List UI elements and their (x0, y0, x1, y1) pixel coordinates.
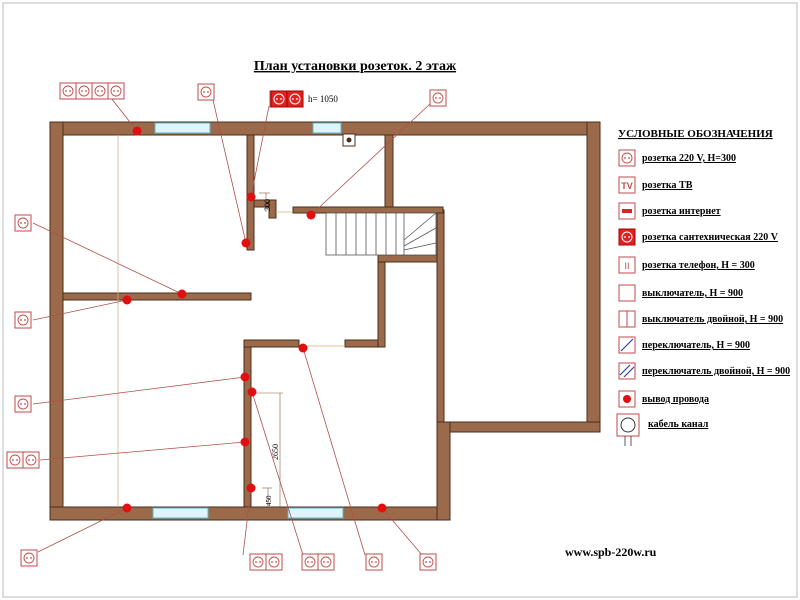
staircase (325, 212, 437, 256)
dimension-300: 300 (263, 199, 272, 211)
legend-label-internet: розетка интернет (642, 206, 721, 217)
leader-lines (32, 97, 431, 556)
tv-socket-icon: TV (618, 176, 636, 194)
wire-outlet-dot (241, 238, 251, 248)
wire-outlet-dot (122, 295, 132, 305)
socket-220-icon-group-bottom-d (419, 553, 437, 571)
wall-stair-bottom (377, 254, 441, 263)
website-url: www.spb-220w.ru (565, 545, 657, 559)
guide-lines (117, 135, 345, 507)
wall-stair-divider (384, 134, 394, 211)
wall-mid-horizontal (62, 292, 252, 301)
socket-220-icon (618, 149, 636, 167)
wall-lower-room-top (243, 339, 300, 348)
internet-socket-icon (618, 202, 636, 220)
socket-220-icon-group-left-c (14, 395, 32, 413)
wire-outlet-dot (377, 503, 387, 513)
wall-right-lower (436, 421, 451, 521)
socket-220-icon-group-bottom-left (20, 549, 38, 567)
wall-stair-left (377, 254, 386, 348)
wire-outlet-icon (618, 390, 636, 408)
socket-220-icon-group-top-a (197, 83, 215, 101)
svg-text:TV: TV (621, 181, 633, 191)
wall-bottom (49, 506, 451, 521)
wire-outlet-dot (306, 210, 316, 220)
wire-outlet-dot (246, 192, 256, 202)
legend-label-wire-outlet: вывод провода (642, 394, 709, 405)
cable-channel-icon (616, 413, 640, 446)
ventilation-shaft-dot (346, 137, 352, 143)
wall-right-step (436, 421, 601, 433)
legend-label-toggle-switch: переключатель, H = 900 (642, 340, 750, 351)
socket-220-icon-group-bottom-a (249, 553, 283, 571)
dimension-450: 450 (265, 495, 273, 506)
wall-stair-right (436, 209, 445, 423)
legend-label-switch: выключатель, H = 900 (642, 288, 743, 299)
legend-label-phone: розетка телефон, H = 300 (642, 260, 755, 271)
legend: УСЛОВНЫЕ ОБОЗНАЧЕНИЯ розетка 220 V, H=30… (616, 128, 790, 446)
legend-label-double-toggle-switch: переключатель двойной, H = 900 (642, 366, 790, 377)
window-bottom-left (152, 507, 209, 519)
socket-220-icon-group-left-b (14, 311, 32, 329)
socket-220-icon-group-bottom-b (301, 553, 335, 571)
sanitary-socket-icon-group (269, 90, 304, 108)
svg-text:II: II (624, 261, 629, 271)
legend-label-sanitary: розетка сантехническая 220 V (642, 232, 779, 243)
wire-outlet-dot (246, 483, 256, 493)
wall-left (49, 121, 64, 521)
wire-outlet-dot (240, 372, 250, 382)
wire-outlet-dot (240, 437, 250, 447)
walls (49, 121, 601, 521)
legend-label-socket-220: розетка 220 V, H=300 (642, 153, 736, 164)
window-top-left (154, 122, 211, 134)
socket-height-label: h= 1050 (308, 94, 338, 104)
windows (152, 122, 344, 519)
wire-outlet-dots (122, 126, 387, 513)
sanitary-socket-icon (618, 228, 636, 246)
wire-outlet-dot (132, 126, 142, 136)
toggle-switch-icon (618, 336, 636, 354)
wall-closet-side (268, 199, 277, 219)
wall-partition-lower (243, 339, 252, 508)
plan-title: План установки розеток. 2 этаж (254, 59, 457, 74)
socket-220-icon-group-top-right (429, 89, 447, 107)
legend-label-cable-channel: кабель канал (648, 419, 709, 430)
phone-socket-icon: II (618, 256, 636, 274)
wall-partition-upper (246, 134, 255, 251)
dimension-lines (252, 192, 283, 507)
window-bottom-mid (287, 507, 344, 519)
legend-label-tv: розетка ТВ (642, 180, 693, 191)
wire-outlet-dot (298, 343, 308, 353)
switch-icon (618, 284, 636, 302)
socket-220-icon-group-top-left (59, 82, 125, 100)
double-toggle-switch-icon (618, 362, 636, 380)
double-switch-icon (618, 310, 636, 328)
window-top-mid (312, 122, 342, 134)
dimension-2650: 2650 (271, 444, 280, 460)
legend-heading: УСЛОВНЫЕ ОБОЗНАЧЕНИЯ (618, 128, 773, 140)
wall-stair-top (292, 206, 444, 214)
socket-220-icon-group-left-a (14, 214, 32, 232)
legend-label-double-switch: выключатель двойной, H = 900 (642, 314, 783, 325)
wire-outlet-dot (177, 289, 187, 299)
wall-right-upper (586, 121, 601, 433)
socket-220-icon-group-bottom-c (365, 553, 383, 571)
wire-outlet-dot (122, 503, 132, 513)
wire-outlet-dot (247, 387, 257, 397)
socket-220-icon-group-left-d (6, 451, 40, 469)
